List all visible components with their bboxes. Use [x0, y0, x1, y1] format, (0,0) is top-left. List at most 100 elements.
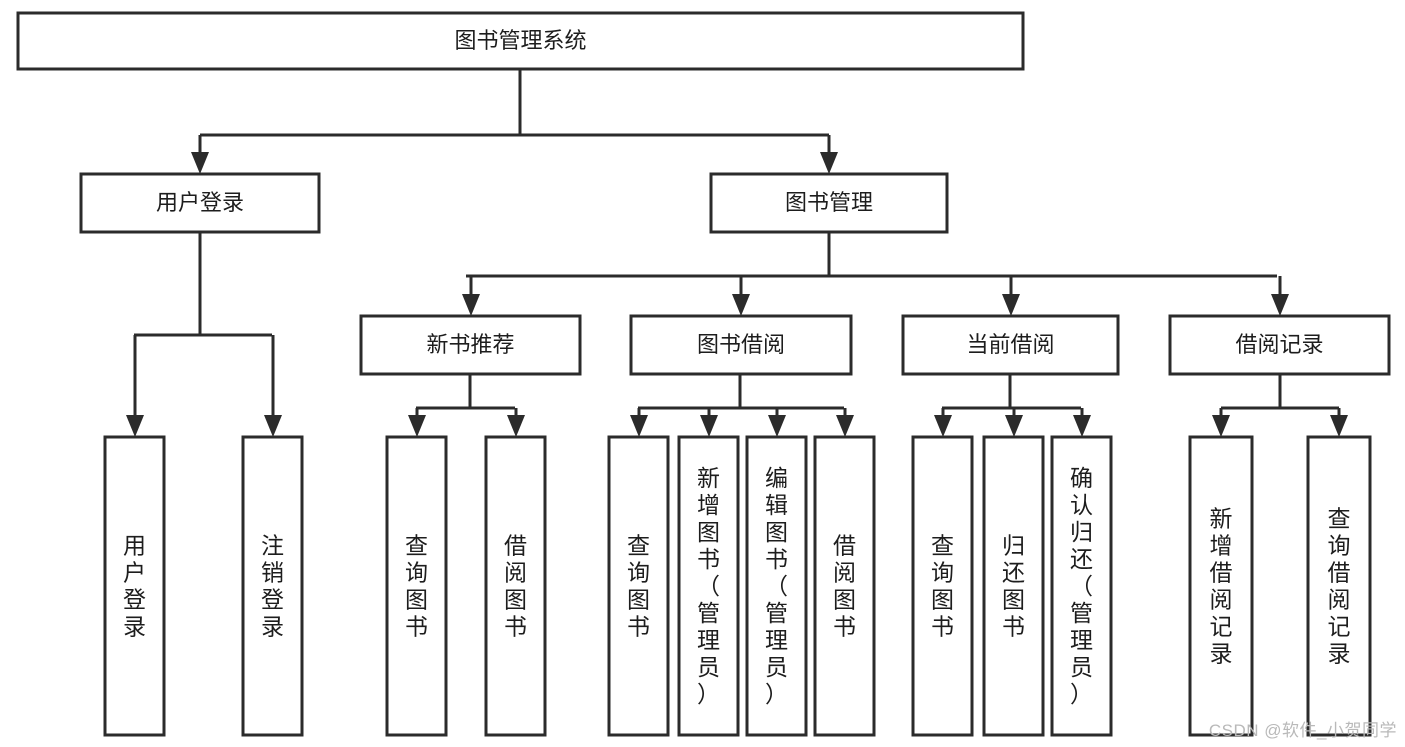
node-label: 用户登录 [123, 533, 146, 640]
edge-book-manage-to-borrow-record [1271, 276, 1289, 316]
arrow-head-icon [1073, 415, 1091, 437]
edge-root-to-book-manage [820, 135, 838, 174]
node-label: 新增借阅记录 [1210, 506, 1233, 667]
edge-user-login-to-leaf-user-login [126, 335, 144, 437]
edge-user-login-to-leaf-logout [264, 335, 282, 437]
node-label: 编辑图书（管理员） [765, 465, 788, 707]
arrow-head-icon [408, 415, 426, 437]
arrow-head-icon [1002, 294, 1020, 316]
node-label: 当前借阅 [966, 332, 1054, 357]
node-leaf-add-book[interactable]: 新增图书（管理员） [677, 435, 740, 737]
node-box [484, 435, 547, 737]
arrow-head-icon [507, 415, 525, 437]
edge-current-borrow-to-leaf-confirm-return [1073, 408, 1091, 437]
node-label: 新增图书（管理员） [697, 465, 720, 707]
arrow-head-icon [820, 152, 838, 174]
arrow-head-icon [1330, 415, 1348, 437]
node-leaf-query-book-1[interactable]: 查询图书 [385, 435, 448, 737]
node-current-borrow[interactable]: 当前借阅 [901, 314, 1120, 376]
node-box [911, 435, 974, 737]
node-box [1050, 435, 1113, 737]
csdn-watermark: CSDN @软件_小贺同学 [1208, 721, 1397, 740]
node-box [813, 435, 876, 737]
edge-current-borrow-to-leaf-return-book [1005, 408, 1023, 437]
node-label: 借阅记录 [1235, 332, 1323, 357]
node-book-manage[interactable]: 图书管理 [709, 172, 949, 234]
node-leaf-edit-book[interactable]: 编辑图书（管理员） [745, 435, 808, 737]
arrow-head-icon [1212, 415, 1230, 437]
edge-root-to-user-login [191, 135, 209, 174]
node-box [901, 314, 1120, 376]
edge-new-book-rec-to-leaf-query-book-1 [408, 408, 426, 437]
node-leaf-add-record[interactable]: 新增借阅记录 [1188, 435, 1254, 737]
node-leaf-confirm-return[interactable]: 确认归还（管理员） [1050, 435, 1113, 737]
edge-book-borrow-to-leaf-add-book [700, 408, 718, 437]
edge-borrow-record-to-leaf-add-record [1212, 408, 1230, 437]
node-label: 用户登录 [156, 190, 244, 215]
node-box [16, 11, 1025, 71]
edge-new-book-rec-to-leaf-borrow-book-1 [507, 408, 525, 437]
node-label: 借阅图书 [504, 533, 527, 640]
node-label: 图书借阅 [697, 332, 785, 357]
edge-current-borrow-to-leaf-query-book-3 [934, 408, 952, 437]
node-label: 图书管理 [785, 190, 873, 215]
arrow-head-icon [934, 415, 952, 437]
arrow-head-icon [768, 415, 786, 437]
node-borrow-record[interactable]: 借阅记录 [1168, 314, 1391, 376]
arrow-head-icon [126, 415, 144, 437]
node-box [982, 435, 1045, 737]
node-user-login[interactable]: 用户登录 [79, 172, 321, 234]
node-box [709, 172, 949, 234]
node-leaf-user-login[interactable]: 用户登录 [103, 435, 166, 737]
node-box [745, 435, 808, 737]
node-box [1306, 435, 1372, 737]
node-leaf-query-record[interactable]: 查询借阅记录 [1306, 435, 1372, 737]
edge-book-manage-to-current-borrow [1002, 276, 1020, 316]
node-leaf-query-book-3[interactable]: 查询图书 [911, 435, 974, 737]
connector-bar-root [200, 69, 829, 137]
node-box [103, 435, 166, 737]
node-leaf-borrow-book-1[interactable]: 借阅图书 [484, 435, 547, 737]
node-book-borrow[interactable]: 图书借阅 [629, 314, 853, 376]
node-box [241, 435, 304, 737]
node-box [359, 314, 582, 376]
node-leaf-logout[interactable]: 注销登录 [241, 435, 304, 737]
edge-book-manage-to-book-borrow [732, 276, 750, 316]
node-root[interactable]: 图书管理系统 [16, 11, 1025, 71]
arrow-head-icon [264, 415, 282, 437]
node-label: 查询图书 [931, 533, 954, 640]
connector-bar-book-manage [466, 232, 1277, 278]
node-leaf-borrow-book-2[interactable]: 借阅图书 [813, 435, 876, 737]
node-box [629, 314, 853, 376]
node-label: 新书推荐 [426, 332, 514, 357]
connector-bar-current-borrow [942, 374, 1081, 410]
node-box [79, 172, 321, 234]
arrow-head-icon [732, 294, 750, 316]
edge-borrow-record-to-leaf-query-record [1330, 408, 1348, 437]
arrow-head-icon [836, 415, 854, 437]
arrow-head-icon [191, 152, 209, 174]
edge-book-borrow-to-leaf-query-book-2 [630, 408, 648, 437]
connector-bar-user-login [134, 232, 272, 337]
node-label: 借阅图书 [833, 533, 856, 640]
node-new-book-rec[interactable]: 新书推荐 [359, 314, 582, 376]
connector-bar-borrow-record [1221, 374, 1339, 410]
edge-book-borrow-to-leaf-edit-book [768, 408, 786, 437]
node-label: 归还图书 [1002, 533, 1025, 640]
arrow-head-icon [700, 415, 718, 437]
connector-bar-book-borrow [638, 374, 844, 410]
node-leaf-return-book[interactable]: 归还图书 [982, 435, 1045, 737]
node-box [607, 435, 670, 737]
nodes-layer: 图书管理系统用户登录图书管理新书推荐图书借阅当前借阅借阅记录用户登录注销登录查询… [16, 11, 1391, 737]
arrow-head-icon [1271, 294, 1289, 316]
arrow-head-icon [1005, 415, 1023, 437]
arrow-head-icon [462, 294, 480, 316]
node-box [1188, 435, 1254, 737]
node-leaf-query-book-2[interactable]: 查询图书 [607, 435, 670, 737]
edge-book-borrow-to-leaf-borrow-book-2 [836, 408, 854, 437]
node-label: 查询图书 [405, 533, 428, 640]
node-label: 注销登录 [261, 533, 284, 640]
node-box [385, 435, 448, 737]
